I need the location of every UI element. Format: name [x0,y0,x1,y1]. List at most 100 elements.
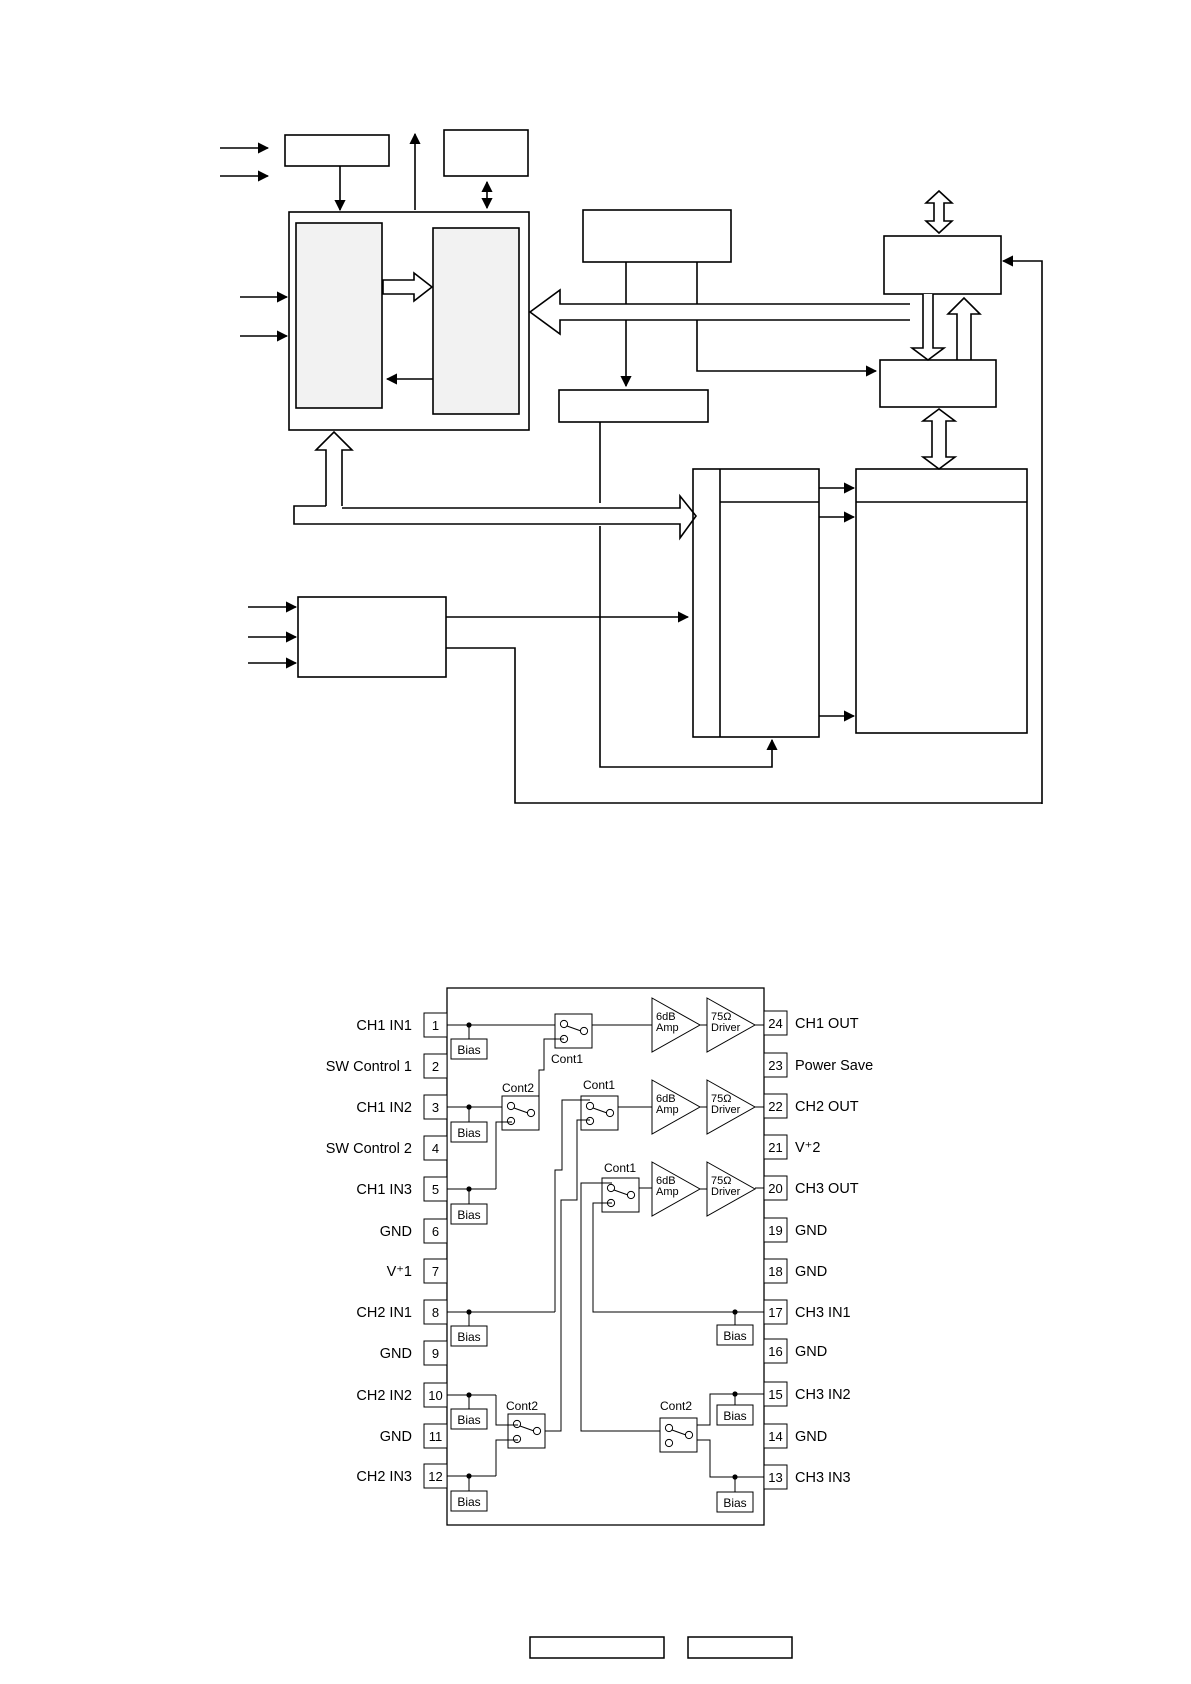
switch-contact [512,1434,522,1444]
wire [580,1182,660,1432]
pin-box [423,1258,448,1284]
pin-box [423,1053,448,1079]
pin-number: 4 [432,1141,439,1156]
pin-label: CH1 OUT [795,1016,859,1032]
pin-label: CH3 IN3 [795,1470,851,1486]
main-block-left-section [295,222,383,409]
amp-label: 6dB [656,1011,676,1023]
footer-box-left [529,1636,665,1659]
hollow-arrow-up [946,296,982,360]
switch-label: Cont2 [506,1399,538,1413]
switch-contact [532,1426,542,1436]
pin-label: CH2 OUT [795,1099,859,1115]
block-diagram [220,129,1043,804]
bias-label: Bias [457,1330,480,1344]
pin-label: CH1 IN2 [356,1100,412,1116]
pin-label: CH2 IN1 [356,1305,412,1321]
switch-contact [559,1019,569,1029]
wire [495,1439,518,1476]
driver-label: Driver [711,1104,741,1116]
pin-label: CH3 IN2 [795,1387,851,1403]
pin-number: 2 [432,1059,439,1074]
wire [1001,255,1043,804]
block-large-left [692,468,820,738]
driver-label: 75Ω [711,1175,731,1187]
block-center [582,209,732,263]
block-large-right [855,468,1028,734]
pin-label: GND [380,1224,412,1240]
switch-label: Cont2 [502,1081,534,1095]
bias-box [450,1038,488,1060]
pin-label: Power Save [795,1058,873,1074]
pin-box [763,1423,788,1449]
block-top-small [443,129,529,177]
pin-number: 13 [768,1470,782,1485]
pin-label: SW Control 1 [326,1059,412,1075]
pin-box [763,1093,788,1119]
pin-number: 20 [768,1181,782,1196]
switch-blade [592,1107,608,1114]
pin-number: 21 [768,1140,782,1155]
pin-box [423,1135,448,1161]
amp-triangle [651,1161,702,1217]
pin-number: 6 [432,1224,439,1239]
pin-number: 15 [768,1387,782,1402]
switch-contact [585,1101,595,1111]
pin-box [423,1340,448,1366]
pin-number: 24 [768,1016,782,1031]
pin-label: GND [795,1223,827,1239]
wire [495,1395,518,1426]
wire [599,526,778,768]
switch-contact [626,1190,636,1200]
bus-arrow-left [528,288,910,336]
bias-box [716,1324,754,1346]
hollow-arrow-up [314,430,354,506]
amp-triangle [651,1079,702,1135]
switch-contact [526,1108,536,1118]
pin-label: CH3 IN1 [795,1305,851,1321]
pin-box [763,1217,788,1243]
footer-box-right [687,1636,793,1659]
amp-label: Amp [656,1104,679,1116]
pin-box [763,1134,788,1160]
switch-contact [684,1430,694,1440]
driver-label: 75Ω [711,1011,731,1023]
driver-label: Driver [711,1022,741,1034]
driver-label: 75Ω [711,1093,731,1105]
bias-box [450,1203,488,1225]
pin-label: CH2 IN3 [356,1469,412,1485]
pin-label: V⁺2 [795,1140,820,1156]
switch-blade [519,1425,535,1432]
pin-label: SW Control 2 [326,1141,412,1157]
pin-number: 8 [432,1305,439,1320]
amp-label: 6dB [656,1093,676,1105]
bus-arrow-right [293,493,698,541]
bias-label: Bias [723,1409,746,1423]
switch-blade [613,1189,629,1196]
driver-label: Driver [711,1186,741,1198]
pin-number: 19 [768,1223,782,1238]
switch-contact [664,1438,674,1448]
amp-triangle [651,997,702,1053]
pin-number: 12 [428,1469,442,1484]
switch-cont2 [501,1095,540,1131]
block-top-left [284,134,390,167]
bias-label: Bias [457,1126,480,1140]
pin-number: 17 [768,1305,782,1320]
pin-box [763,1338,788,1364]
pin-label: CH1 IN1 [356,1018,412,1034]
pin-number: 10 [428,1388,442,1403]
wire [538,1038,564,1105]
switch-contact [606,1183,616,1193]
switch-blade [513,1107,529,1114]
bias-label: Bias [723,1496,746,1510]
pin-box [763,1258,788,1284]
wire [545,1119,590,1432]
pin-number: 7 [432,1264,439,1279]
bias-label: Bias [457,1208,480,1222]
hollow-arrow-down [909,294,947,361]
pin-label: GND [380,1346,412,1362]
block-right-top [883,235,1002,295]
